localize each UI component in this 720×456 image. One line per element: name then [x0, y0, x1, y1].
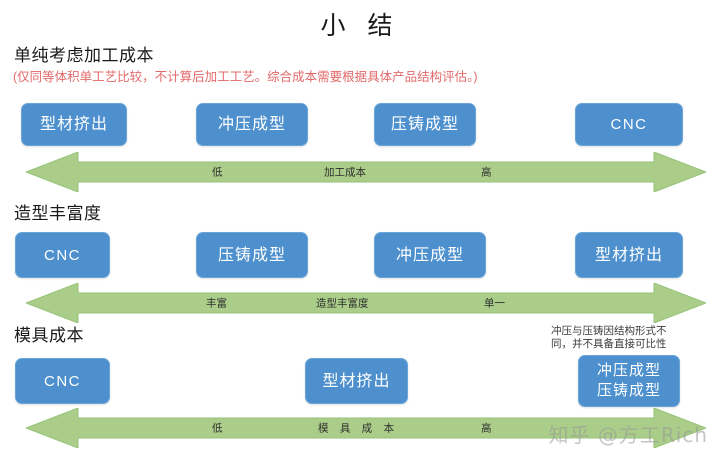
section-subtitle-note: (仅同等体积单工艺比较，不计算后加工工艺。综合成本需要根据具体产品结构评估。): [13, 70, 478, 84]
process-box-extrusion-2[interactable]: 型材挤出: [575, 232, 683, 278]
page-title: 小 结: [320, 11, 400, 40]
section-heading-mold-cost: 模具成本: [14, 326, 84, 345]
axis-label-single: 单一: [484, 297, 505, 310]
comparison-note: 冲压与压铸因结构形式不同，并不具备直接可比性: [551, 325, 667, 350]
process-box-diecasting-2[interactable]: 压铸成型: [196, 232, 308, 278]
axis-label-center: 造型丰富度: [316, 297, 369, 310]
process-box-stamping-diecasting[interactable]: 冲压成型 压铸成型: [578, 355, 680, 407]
process-box-cnc-2[interactable]: CNC: [15, 232, 110, 278]
process-box-stamping-2[interactable]: 冲压成型: [374, 232, 486, 278]
process-box-diecasting[interactable]: 压铸成型: [374, 103, 476, 146]
axis-arrow-mold-cost: 低 模 具 成 本 高: [26, 408, 706, 448]
axis-label-center: 加工成本: [324, 166, 366, 179]
section-heading-shape-richness: 造型丰富度: [14, 204, 102, 223]
double-arrow-icon: [26, 408, 706, 448]
axis-label-high: 高: [481, 422, 492, 435]
watermark: 知乎 @方工Rich: [548, 423, 708, 447]
axis-arrow-shape-richness: 丰富 造型丰富度 单一: [26, 283, 706, 323]
axis-label-low: 低: [212, 422, 223, 435]
process-box-stamping[interactable]: 冲压成型: [196, 103, 308, 146]
section-heading-processing-cost: 单纯考虑加工成本: [14, 46, 154, 65]
axis-label-rich: 丰富: [206, 297, 227, 310]
axis-label-center: 模 具 成 本: [318, 422, 399, 435]
double-arrow-icon: [26, 152, 706, 192]
process-box-extrusion-3[interactable]: 型材挤出: [305, 358, 408, 404]
process-box-extrusion[interactable]: 型材挤出: [21, 103, 127, 146]
axis-label-high: 高: [481, 166, 492, 179]
process-box-cnc[interactable]: CNC: [575, 103, 683, 146]
axis-label-low: 低: [212, 166, 223, 179]
double-arrow-icon: [26, 283, 706, 323]
axis-arrow-processing-cost: 低 加工成本 高: [26, 152, 706, 192]
process-box-cnc-3[interactable]: CNC: [15, 358, 110, 404]
